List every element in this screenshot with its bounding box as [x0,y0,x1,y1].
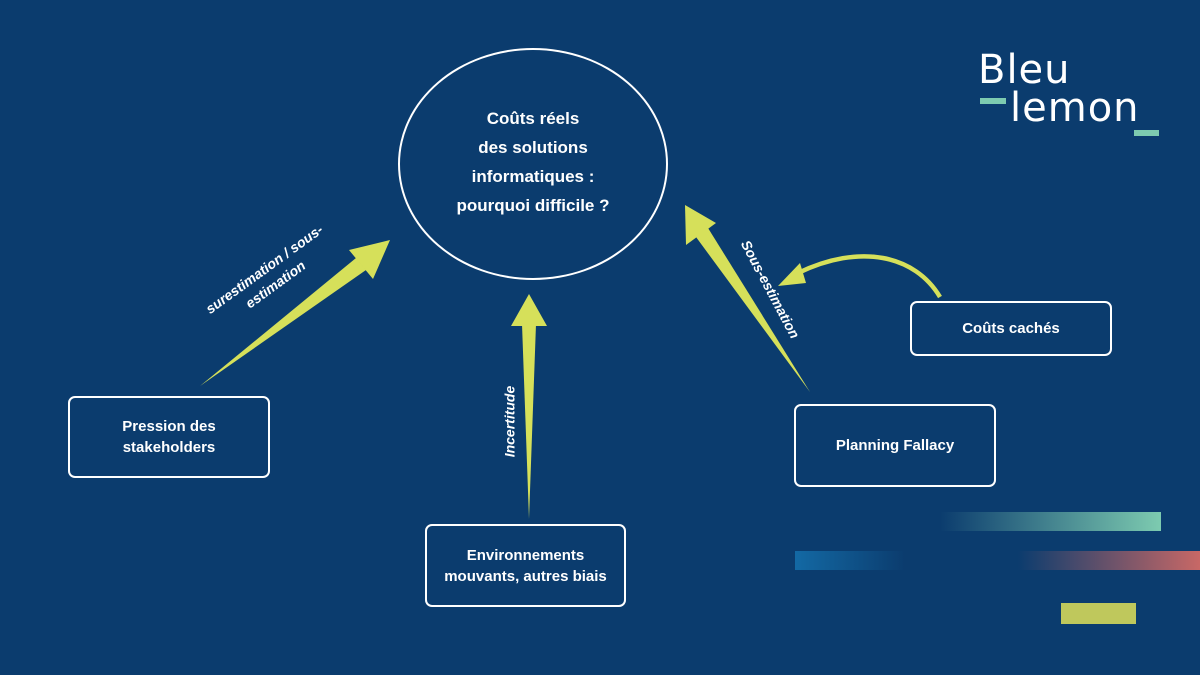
decorative-stripe-blue [795,551,905,570]
logo-accent-bar-left [980,98,1006,104]
edge-label-incertitude: Incertitude [501,385,518,458]
node-couts-caches: Coûts cachés [910,301,1112,356]
arrow-pression-to-center [200,240,390,386]
arrow-environnements-to-center [511,294,547,519]
logo-word-bleu: Bleu [978,47,1071,93]
node-pression-stakeholders: Pression des stakeholders [68,396,270,478]
decorative-stripe-lime [1061,603,1136,624]
central-question-text: Coûts réels des solutions informatiques … [456,109,610,215]
decorative-stripe-teal [940,512,1161,531]
bleu-lemon-logo: Bleu lemon [976,50,1166,140]
arrow-couts-caches-curve [778,254,942,299]
logo-accent-bar-right [1134,130,1159,136]
central-question-node: Coûts réels des solutions informatiques … [398,48,668,280]
logo-word-lemon: lemon [1010,85,1140,131]
node-planning-fallacy: Planning Fallacy [794,404,996,487]
node-environnements-mouvants: Environnements mouvants, autres biais [425,524,626,607]
decorative-stripe-coral [1018,551,1200,570]
arrow-planning-to-center [685,205,810,392]
